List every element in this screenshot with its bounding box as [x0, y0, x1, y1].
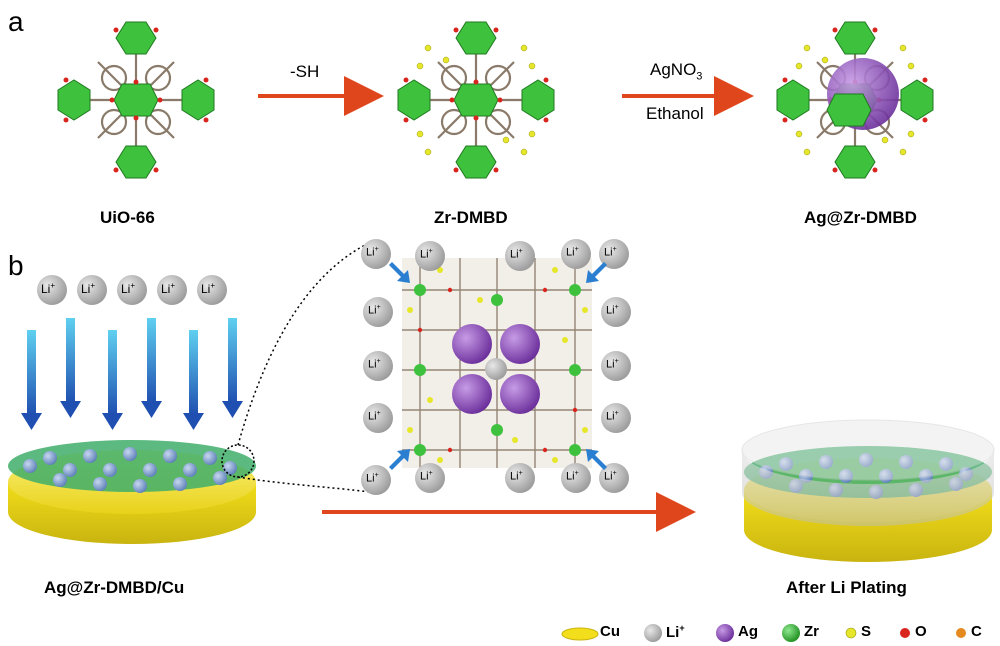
right-electrode-caption: After Li Plating [786, 578, 907, 597]
zoom-li-ion-label: Li+ [606, 410, 619, 423]
li-ion-label: Li+ [201, 281, 216, 296]
arrow-agno3-label: AgNO3 [650, 60, 703, 83]
panel-a-label: a [8, 6, 24, 37]
li-flux-arrows [21, 318, 243, 430]
zoom-li-ion-label: Li+ [566, 246, 579, 259]
li-ion-label: Li+ [81, 281, 96, 296]
uio66-structure [56, 20, 216, 180]
li-ion-label: Li+ [121, 281, 136, 296]
uio66-label: UiO-66 [100, 208, 155, 227]
panel-b-label: b [8, 250, 24, 281]
mof-coating-left [8, 440, 256, 493]
li-ion-label: Li+ [161, 281, 176, 296]
zoom-li-ion-label: Li+ [604, 246, 617, 259]
zoom-corner-arrows [389, 262, 607, 470]
zoom-li-ion-label: Li+ [368, 410, 381, 423]
zoom-li-ion-label: Li+ [566, 470, 579, 483]
left-electrode-caption: Ag@Zr-DMBD/Cu [44, 578, 185, 597]
arrow-ethanol-label: Ethanol [646, 104, 704, 123]
zr-dmbd-structure [396, 20, 556, 180]
zoom-li-ion-label: Li+ [606, 358, 619, 371]
zr-dmbd-label: Zr-DMBD [434, 208, 508, 227]
zoom-li-ion-label: Li+ [420, 248, 433, 261]
zoom-li-ion-label: Li+ [366, 246, 379, 259]
zoom-li-ion-label: Li+ [604, 470, 617, 483]
mof-zoom-lattice [402, 258, 592, 468]
zoom-li-ion-label: Li+ [510, 248, 523, 261]
arrow-sh-label: -SH [290, 62, 320, 81]
zoom-li-ion-label: Li+ [510, 470, 523, 483]
zoom-li-ion-label: Li+ [606, 304, 619, 317]
legend-shapes [561, 624, 966, 642]
zoom-li-ion-label: Li+ [420, 470, 433, 483]
li-ion-label: Li+ [41, 281, 56, 296]
zoom-li-ion-label: Li+ [368, 304, 381, 317]
zoom-li-ion-label: Li+ [366, 472, 379, 485]
li-plating-layer [741, 419, 995, 526]
ag-zr-dmbd-structure [775, 20, 935, 180]
zoom-line-top [237, 244, 366, 446]
zoom-li-ion-label: Li+ [368, 358, 381, 371]
ag-zr-dmbd-label: Ag@Zr-DMBD [804, 208, 917, 227]
zoom-line-bottom [237, 476, 371, 493]
